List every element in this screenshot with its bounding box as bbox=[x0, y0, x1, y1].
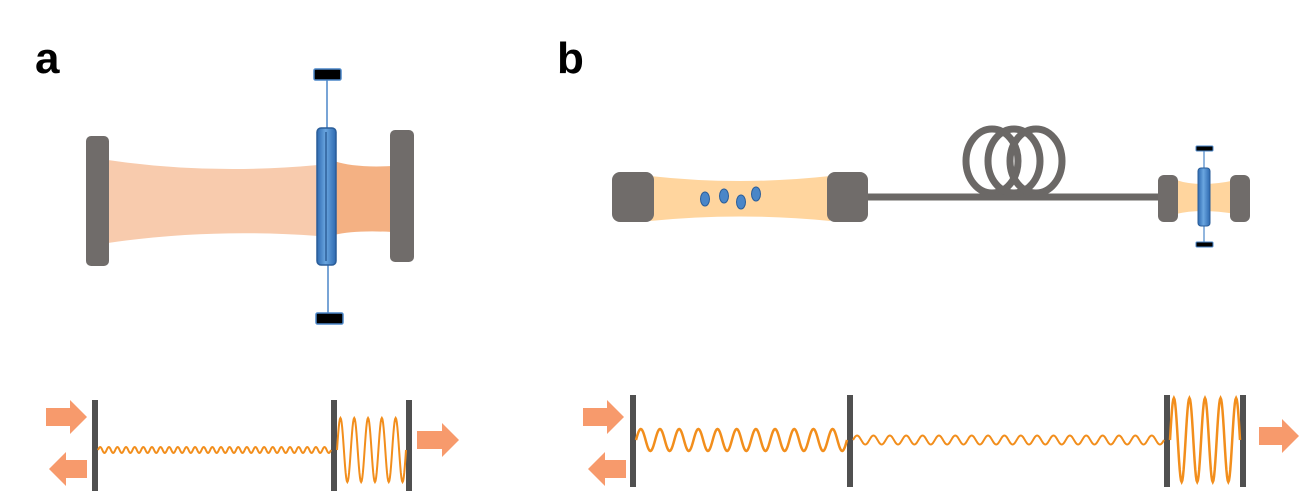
panel-label-b: b bbox=[557, 34, 584, 83]
atom bbox=[700, 191, 710, 207]
panel-a-cavity bbox=[86, 68, 414, 325]
atom bbox=[719, 188, 729, 204]
atom-cavity-right-mirror bbox=[827, 172, 868, 222]
small-membrane bbox=[1197, 167, 1211, 227]
panel-b-schematic bbox=[583, 394, 1299, 487]
small-clamp-top bbox=[1195, 145, 1214, 152]
clamp-top bbox=[313, 68, 342, 81]
atom-cavity-left-mirror bbox=[612, 172, 654, 222]
wave-small bbox=[97, 445, 332, 455]
mirror-bar-right bbox=[406, 400, 412, 491]
output-arrow bbox=[1259, 419, 1299, 453]
panel-label-a: a bbox=[35, 34, 60, 83]
fiber-coil bbox=[962, 125, 1066, 197]
atom bbox=[736, 194, 746, 210]
mirror-bar-2 bbox=[847, 395, 853, 487]
cavity-beam-right bbox=[334, 161, 392, 235]
mirror-bar-left bbox=[92, 400, 98, 491]
membrane-cavity-right-mirror bbox=[1230, 175, 1250, 222]
left-mirror bbox=[86, 136, 109, 266]
wave-large bbox=[336, 415, 407, 485]
atom bbox=[751, 186, 761, 202]
output-arrow bbox=[417, 423, 459, 457]
mirror-bar-3 bbox=[1164, 395, 1170, 487]
input-arrow-in bbox=[583, 400, 624, 434]
wave-large bbox=[1168, 394, 1242, 486]
wave-medium bbox=[634, 427, 849, 453]
input-arrow-in bbox=[46, 400, 87, 434]
cavity-beam-left bbox=[108, 160, 318, 243]
panel-a-schematic bbox=[46, 400, 459, 491]
input-arrow-out bbox=[49, 452, 87, 486]
atoms bbox=[700, 186, 761, 210]
mirror-bar-4 bbox=[1240, 395, 1246, 487]
membrane-cavity-left-mirror bbox=[1158, 175, 1178, 222]
input-arrow-out bbox=[588, 452, 626, 486]
panel-b-cavity bbox=[612, 125, 1250, 248]
wave-small bbox=[852, 434, 1165, 446]
right-mirror bbox=[390, 130, 414, 262]
membrane-bar bbox=[331, 400, 337, 491]
small-clamp-bottom bbox=[1195, 241, 1214, 248]
mirror-bar-1 bbox=[630, 395, 636, 487]
clamp-bottom bbox=[315, 312, 344, 325]
